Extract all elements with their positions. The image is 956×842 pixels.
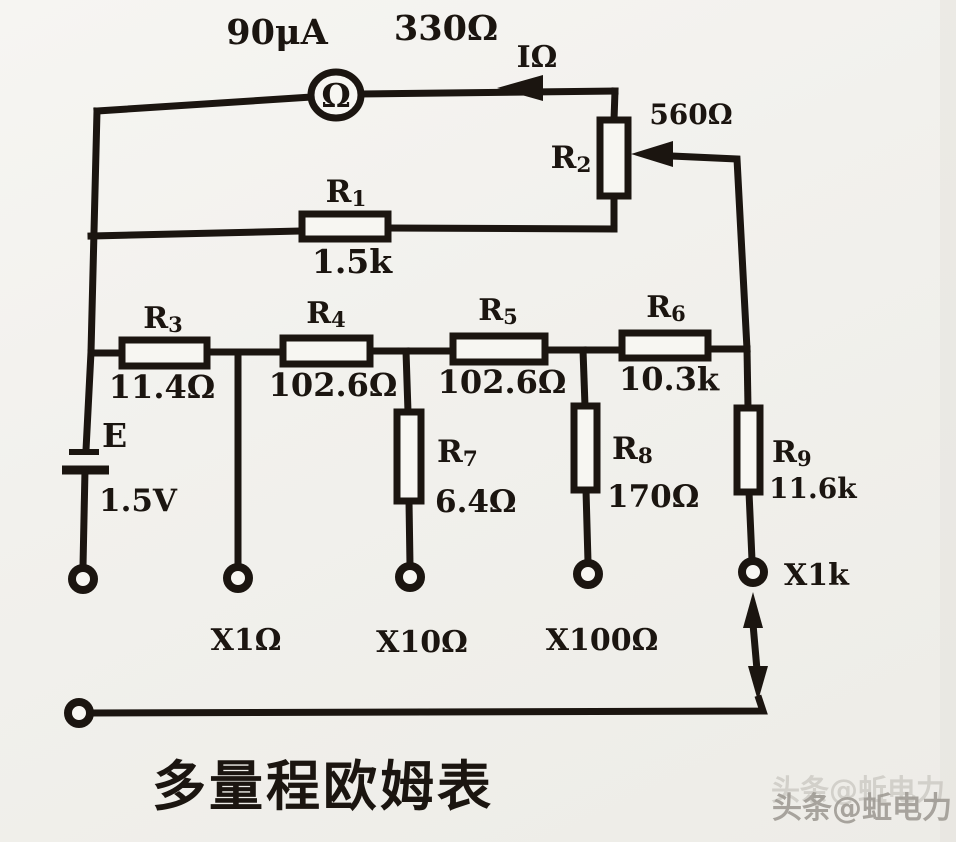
scan-edge-shade xyxy=(940,0,956,842)
r5-label: R5 xyxy=(478,293,518,329)
resistor-r6: R6 10.3k xyxy=(618,290,720,398)
r3-label: R3 xyxy=(143,301,183,337)
r4-value: 102.6Ω xyxy=(269,366,398,404)
resistor-r2: R2 560Ω xyxy=(551,98,733,200)
r6-label: R6 xyxy=(646,290,686,326)
r9-body xyxy=(733,404,764,496)
wire-top-left xyxy=(93,93,316,115)
meter-symbol: Ω xyxy=(321,76,350,115)
wire-r1-left xyxy=(87,227,306,240)
terminal-x1k xyxy=(738,557,768,587)
battery-stem xyxy=(79,466,89,570)
range-label-x100: X100Ω xyxy=(546,623,659,658)
terminal-x1 xyxy=(223,563,253,593)
r3-value: 11.4Ω xyxy=(109,368,215,406)
r9-label: R9 xyxy=(772,435,812,471)
battery-label: E xyxy=(102,416,127,455)
wire-top-right xyxy=(357,87,619,98)
wire-r9-top-stem xyxy=(743,345,752,412)
probe-terminal xyxy=(64,698,94,728)
r5-value: 102.6Ω xyxy=(438,363,567,401)
r7-label: R7 xyxy=(437,434,478,472)
resistor-r5: R5 102.6Ω xyxy=(438,293,567,401)
wire-r9-stem xyxy=(745,488,756,564)
terminals: X1Ω X10Ω X100Ω X1k xyxy=(64,557,850,728)
r8-value: 170Ω xyxy=(607,479,699,515)
r8-label: R8 xyxy=(612,431,653,469)
range-label-x10: X10Ω xyxy=(376,625,468,660)
r3-body xyxy=(118,336,211,370)
battery-value: 1.5V xyxy=(99,483,178,519)
current-arrow-icon xyxy=(497,75,543,101)
meter-current-label: 90μA xyxy=(226,12,328,53)
wire-drop-r8 xyxy=(579,346,589,410)
resistor-r1: R1 1.5k xyxy=(298,174,393,281)
r7-body xyxy=(393,408,425,505)
r2-body xyxy=(596,116,632,200)
meter-circle xyxy=(307,68,365,122)
range-label-x1k: X1k xyxy=(784,558,850,593)
r1-label: R1 xyxy=(326,174,367,212)
terminal-x10 xyxy=(395,562,425,592)
battery-terminal xyxy=(68,564,98,594)
pointer-shaft xyxy=(749,620,761,674)
r5-body xyxy=(449,332,549,366)
pointer-down-arrow-icon xyxy=(748,666,768,701)
r6-value: 10.3k xyxy=(619,360,720,398)
wire-r2-top-stem xyxy=(610,87,619,124)
r1-body xyxy=(298,210,392,243)
watermark-ghost: 头条@蚯电力 xyxy=(771,773,945,807)
wiper-arrow-icon xyxy=(631,141,673,167)
current-arrow-label: IΩ xyxy=(517,40,558,75)
range-label-x1: X1Ω xyxy=(211,623,282,658)
resistor-r3: R3 11.4Ω xyxy=(109,301,215,406)
resistor-r7: R7 6.4Ω xyxy=(393,408,517,520)
wire-r1-right xyxy=(384,224,618,233)
battery: E 1.5V xyxy=(62,416,178,570)
r2-value: 560Ω xyxy=(649,98,732,131)
wire-bottom xyxy=(89,694,768,717)
wire-r7-stem xyxy=(405,497,414,569)
wire-r2-wiper xyxy=(646,151,751,353)
resistor-r9: R9 11.6k xyxy=(733,404,857,505)
resistor-r4: R4 102.6Ω xyxy=(269,296,398,404)
pointer-up-arrow-icon xyxy=(743,592,763,628)
ohmmeter-movement: Ω 90μA 330Ω IΩ xyxy=(226,8,558,122)
meter-resistance-label: 330Ω xyxy=(394,8,498,49)
watermark: 头条@蚯电力 xyxy=(772,791,952,826)
r7-value: 6.4Ω xyxy=(435,484,517,520)
r1-value: 1.5k xyxy=(312,242,393,281)
resistor-r8: R8 170Ω xyxy=(570,402,699,515)
r4-label: R4 xyxy=(306,296,346,332)
r6-body xyxy=(618,329,712,362)
wire-r8-stem xyxy=(582,486,592,566)
r2-label: R2 xyxy=(551,140,592,178)
r9-value: 11.6k xyxy=(769,472,857,505)
r4-body xyxy=(279,334,374,368)
wire-left-vertical xyxy=(82,107,101,454)
terminal-x100 xyxy=(573,559,603,589)
r8-body xyxy=(570,402,601,494)
wires xyxy=(82,75,768,717)
diagram-caption: 多量程欧姆表 xyxy=(152,755,494,818)
wire-drop-r7 xyxy=(402,347,412,416)
